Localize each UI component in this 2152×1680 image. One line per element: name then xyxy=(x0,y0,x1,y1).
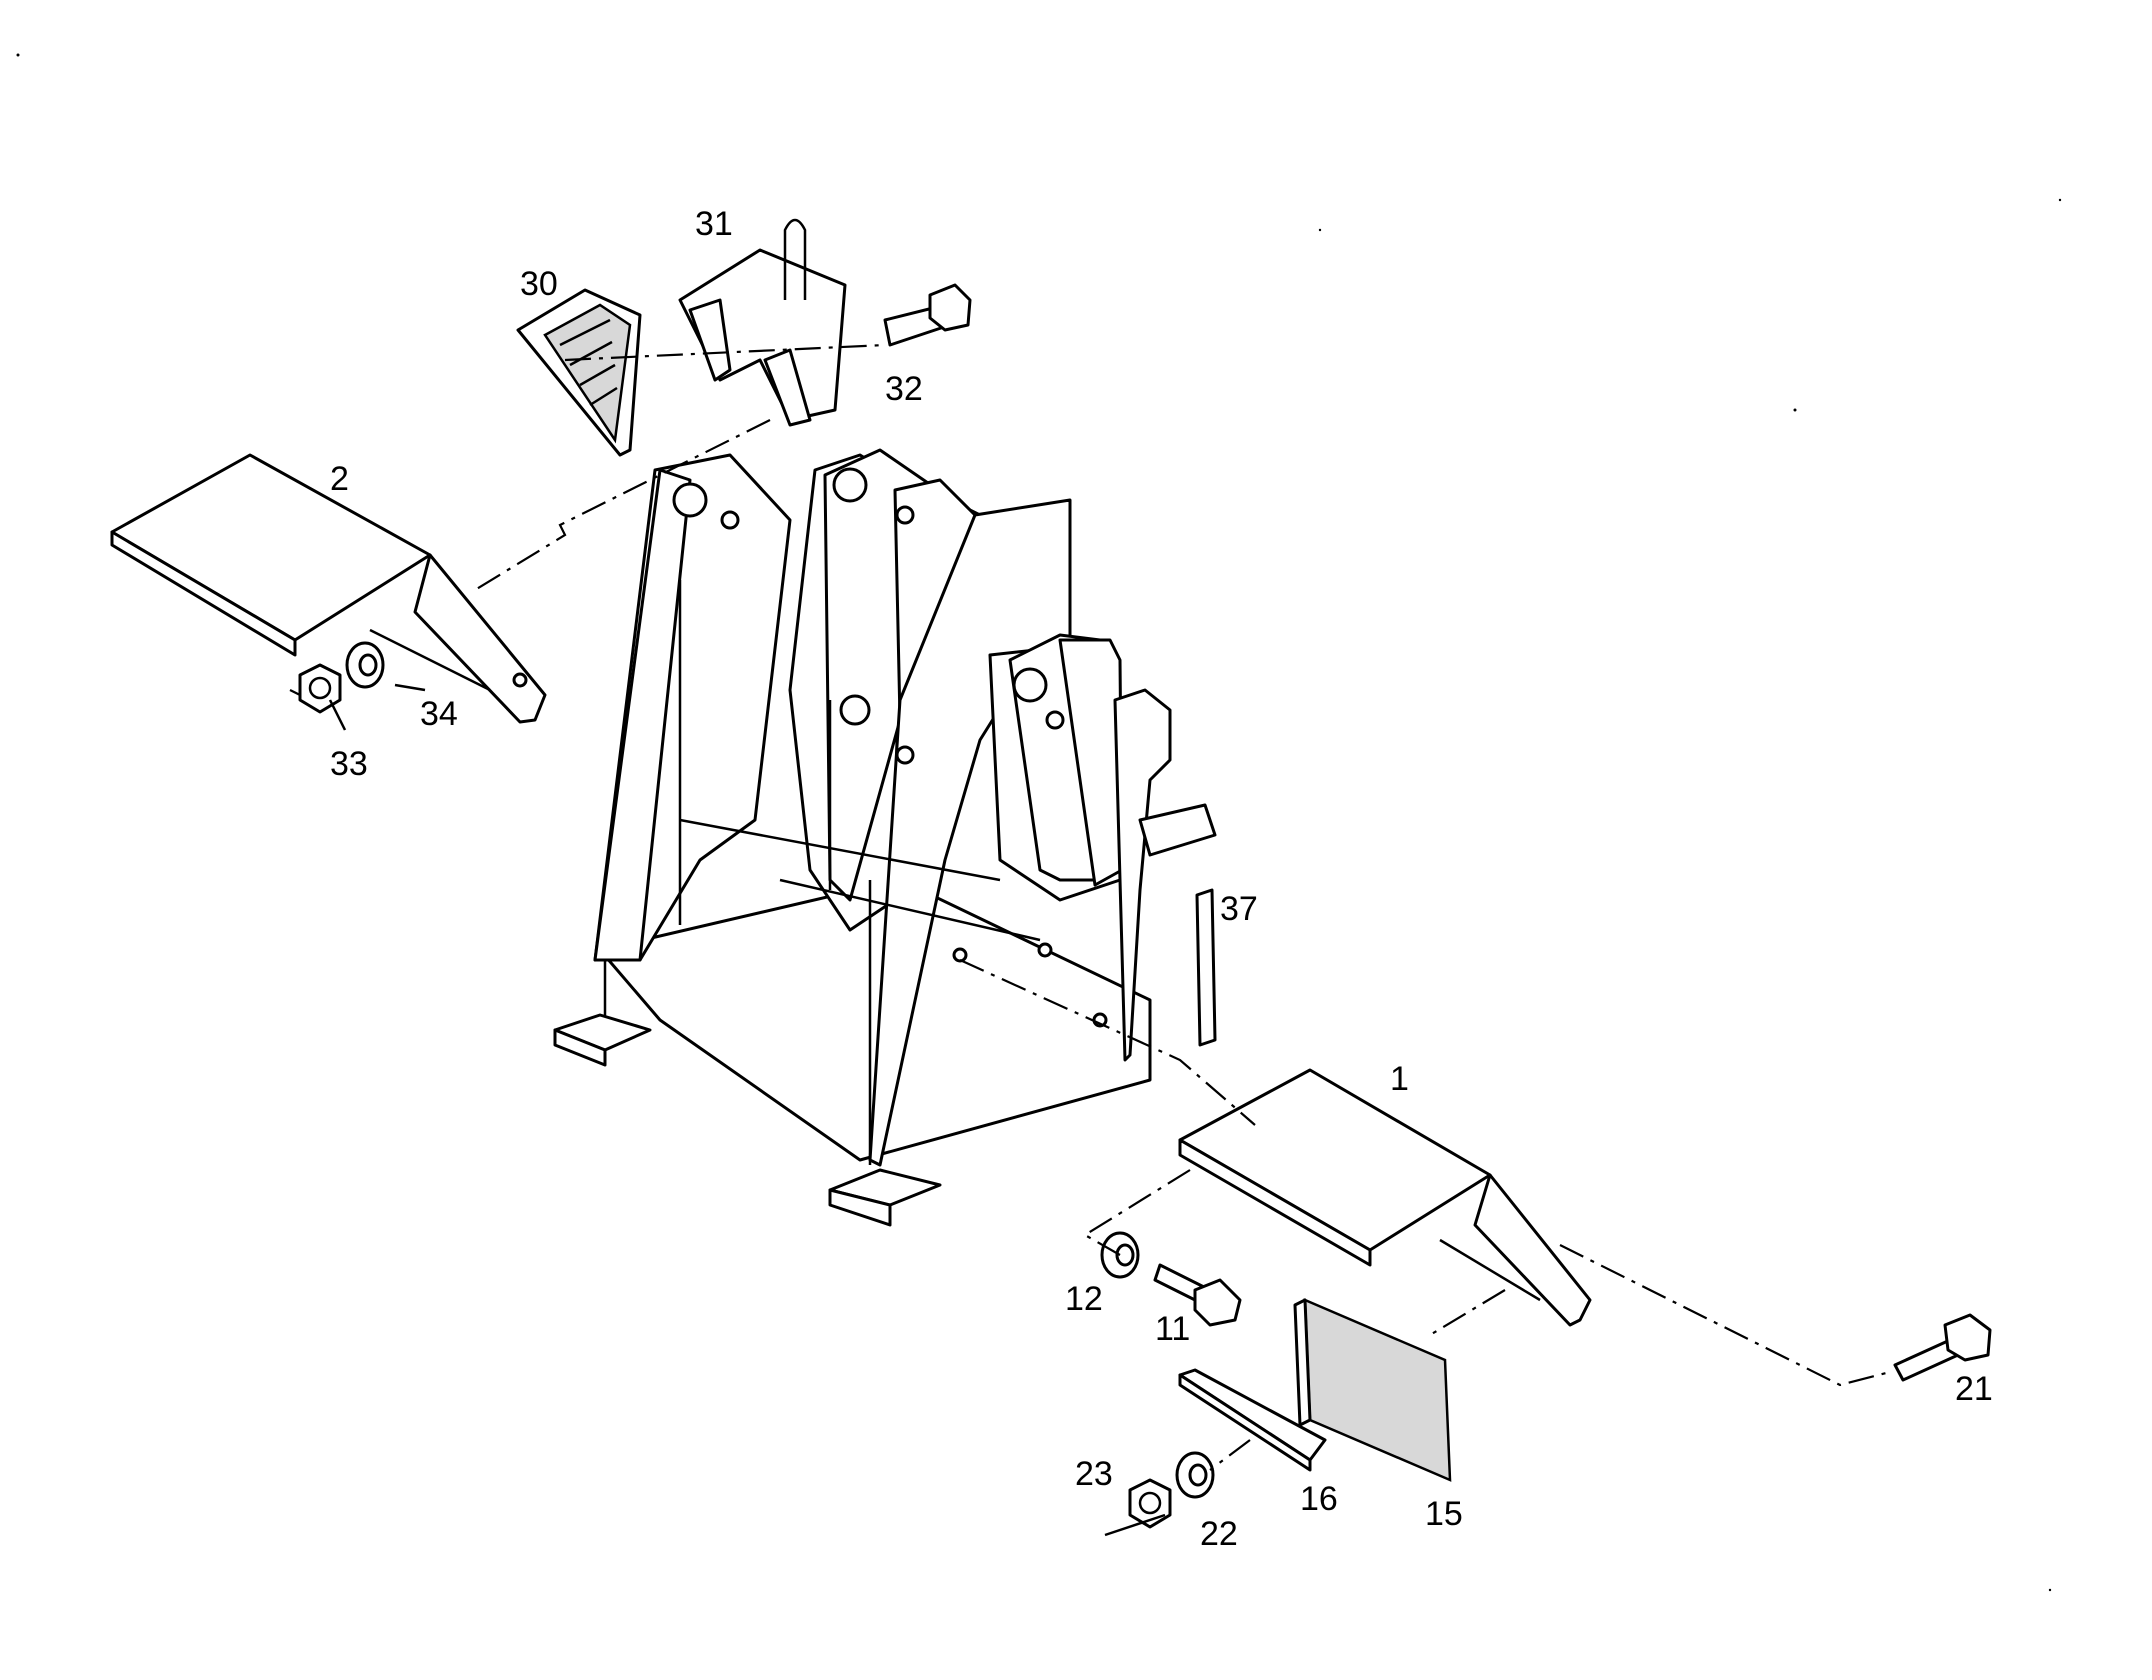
nut-23-body xyxy=(1128,1478,1172,1529)
bolt-11-head xyxy=(1193,1278,1242,1327)
pin-hole-3 xyxy=(895,745,915,765)
part-34-washer xyxy=(345,641,385,689)
washer-12-inner xyxy=(1115,1243,1135,1267)
block-30-rib-2 xyxy=(569,340,613,367)
centerline-15 xyxy=(1429,1289,1506,1336)
washer-34-inner xyxy=(358,653,378,677)
small-hole-1 xyxy=(1037,942,1053,958)
part-37-strip xyxy=(1195,888,1217,1047)
callout-2: 2 xyxy=(330,460,349,498)
left-step-hole xyxy=(512,672,528,688)
leader-33 xyxy=(328,699,347,731)
pin-hole-2 xyxy=(895,505,915,525)
scan-specks xyxy=(16,53,2062,1592)
centerline-33 xyxy=(289,689,301,696)
frame-crossbar-line-1 xyxy=(679,818,1001,882)
part-11-bolt xyxy=(1153,1263,1242,1327)
centerline-2-31 xyxy=(474,419,771,591)
pad-15-face xyxy=(1303,1298,1452,1482)
part-21-bolt xyxy=(1893,1313,1992,1382)
part-33-nut xyxy=(298,663,342,714)
bolt-32-head xyxy=(928,283,972,332)
callout-11: 11 xyxy=(1155,1310,1190,1348)
callout-34: 34 xyxy=(420,695,458,733)
part-22-washer xyxy=(1175,1451,1215,1499)
speck xyxy=(2058,198,2062,202)
block-30-rib-1 xyxy=(559,318,611,347)
right-step-top xyxy=(1178,1068,1492,1252)
speck xyxy=(2048,1588,2052,1592)
callout-23: 23 xyxy=(1075,1455,1113,1493)
foot-pad-left-side xyxy=(553,1028,607,1067)
callout-33: 33 xyxy=(330,745,368,783)
right-step-front xyxy=(1178,1138,1372,1267)
pivot-hole-2 xyxy=(832,467,868,503)
frame-left-edge xyxy=(593,468,692,962)
callout-16: 16 xyxy=(1300,1480,1338,1518)
part-1-right-step xyxy=(1178,1068,1592,1327)
strip-37-body xyxy=(1195,888,1217,1047)
leader-lines xyxy=(328,683,1166,1537)
assembly-centerlines xyxy=(289,343,1891,1471)
leader-34 xyxy=(394,683,426,692)
part-16-bar xyxy=(1178,1368,1327,1472)
speck xyxy=(1793,408,1797,412)
part-30-block xyxy=(516,288,642,457)
callout-1: 1 xyxy=(1390,1060,1409,1098)
part-2-left-step xyxy=(110,453,547,724)
bolt-21-head xyxy=(1943,1313,1992,1362)
part-32-bolt xyxy=(883,283,972,347)
callout-31: 31 xyxy=(695,205,733,243)
pivot-hole-3 xyxy=(839,694,871,726)
block-30-rib-3 xyxy=(579,363,616,387)
right-step-brace xyxy=(1439,1238,1541,1302)
centerline-30-32 xyxy=(564,343,886,362)
callout-15: 15 xyxy=(1425,1495,1463,1533)
washer-22-inner xyxy=(1188,1463,1208,1487)
frame-rear-tab xyxy=(1138,803,1217,857)
part-31-bracket xyxy=(678,218,847,427)
pin-hole-4 xyxy=(1045,710,1065,730)
speck xyxy=(16,53,20,57)
frame-crossbar-line-2 xyxy=(779,878,1041,942)
callout-22: 22 xyxy=(1200,1515,1238,1553)
centerline-21 xyxy=(1559,1244,1891,1387)
main-frame xyxy=(553,448,1217,1227)
callout-21: 21 xyxy=(1955,1370,1993,1408)
centerline-16-22 xyxy=(1209,1439,1251,1471)
block-30-rib-4 xyxy=(589,386,618,407)
nut-33-bore xyxy=(308,676,332,700)
left-step-brace xyxy=(369,628,491,692)
left-step-front xyxy=(110,530,297,657)
callout-32: 32 xyxy=(885,370,923,408)
speck xyxy=(1318,228,1322,232)
centerline-12 xyxy=(1082,1169,1191,1256)
leader-23 xyxy=(1104,1513,1166,1537)
left-step-leg xyxy=(413,553,547,724)
foot-pad-right-side xyxy=(828,1188,892,1227)
pin-hole-1 xyxy=(720,510,740,530)
right-step-leg xyxy=(1473,1173,1592,1327)
bracket-31-clip xyxy=(783,218,807,300)
bracket-31-left-flange xyxy=(688,298,732,382)
callout-12: 12 xyxy=(1065,1280,1103,1318)
pivot-hole-4 xyxy=(1012,667,1048,703)
part-15-pad xyxy=(1293,1298,1452,1482)
centerline-frame-1 xyxy=(959,958,1256,1126)
left-step-top xyxy=(110,453,432,642)
bracket-31-right-flange xyxy=(763,348,812,427)
bar-16-side xyxy=(1178,1373,1312,1472)
nut-33-body xyxy=(298,663,342,714)
nut-23-bore xyxy=(1138,1491,1162,1515)
pivot-hole-1 xyxy=(672,482,708,518)
part-23-nut xyxy=(1128,1478,1172,1529)
callout-30: 30 xyxy=(520,265,558,303)
callout-37: 37 xyxy=(1220,890,1258,928)
small-hole-2 xyxy=(952,947,968,963)
callout-labels: 1 2 11 12 15 16 21 22 23 30 31 32 33 34 … xyxy=(330,205,1993,1553)
